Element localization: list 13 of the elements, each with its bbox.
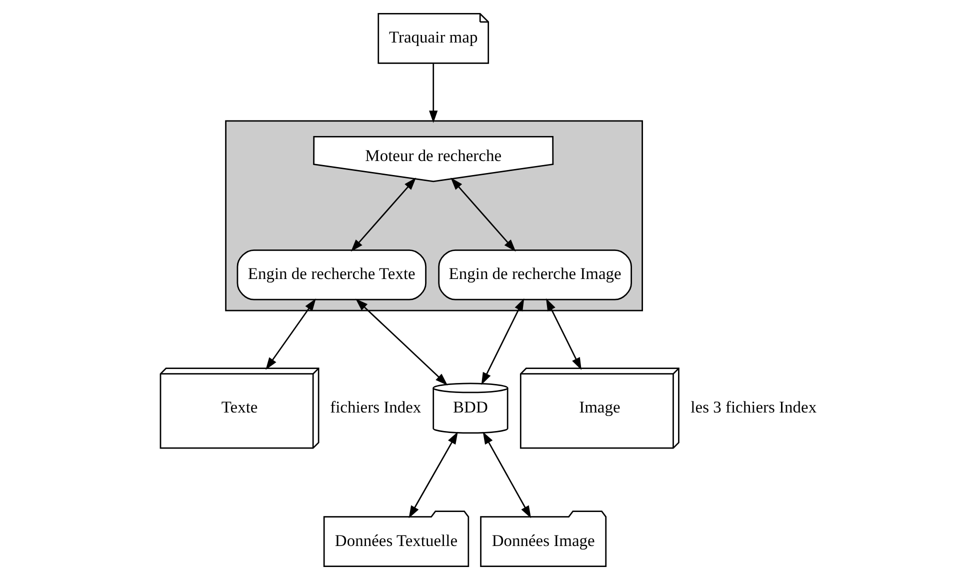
node-label: fichiers Index: [330, 397, 421, 416]
arrow: [480, 298, 524, 385]
arrow: [546, 298, 581, 370]
arrow: [428, 64, 438, 123]
arrow: [350, 178, 416, 252]
arrow: [355, 298, 448, 386]
node-box: Engin de recherche Image: [438, 249, 632, 300]
arrow: [450, 178, 516, 252]
arrow: [408, 432, 458, 518]
arrow: [482, 432, 531, 518]
node-label: les 3 fichiers Index: [690, 397, 816, 416]
node-box: Engin de recherche Texte: [236, 249, 426, 300]
arrow: [265, 298, 316, 370]
